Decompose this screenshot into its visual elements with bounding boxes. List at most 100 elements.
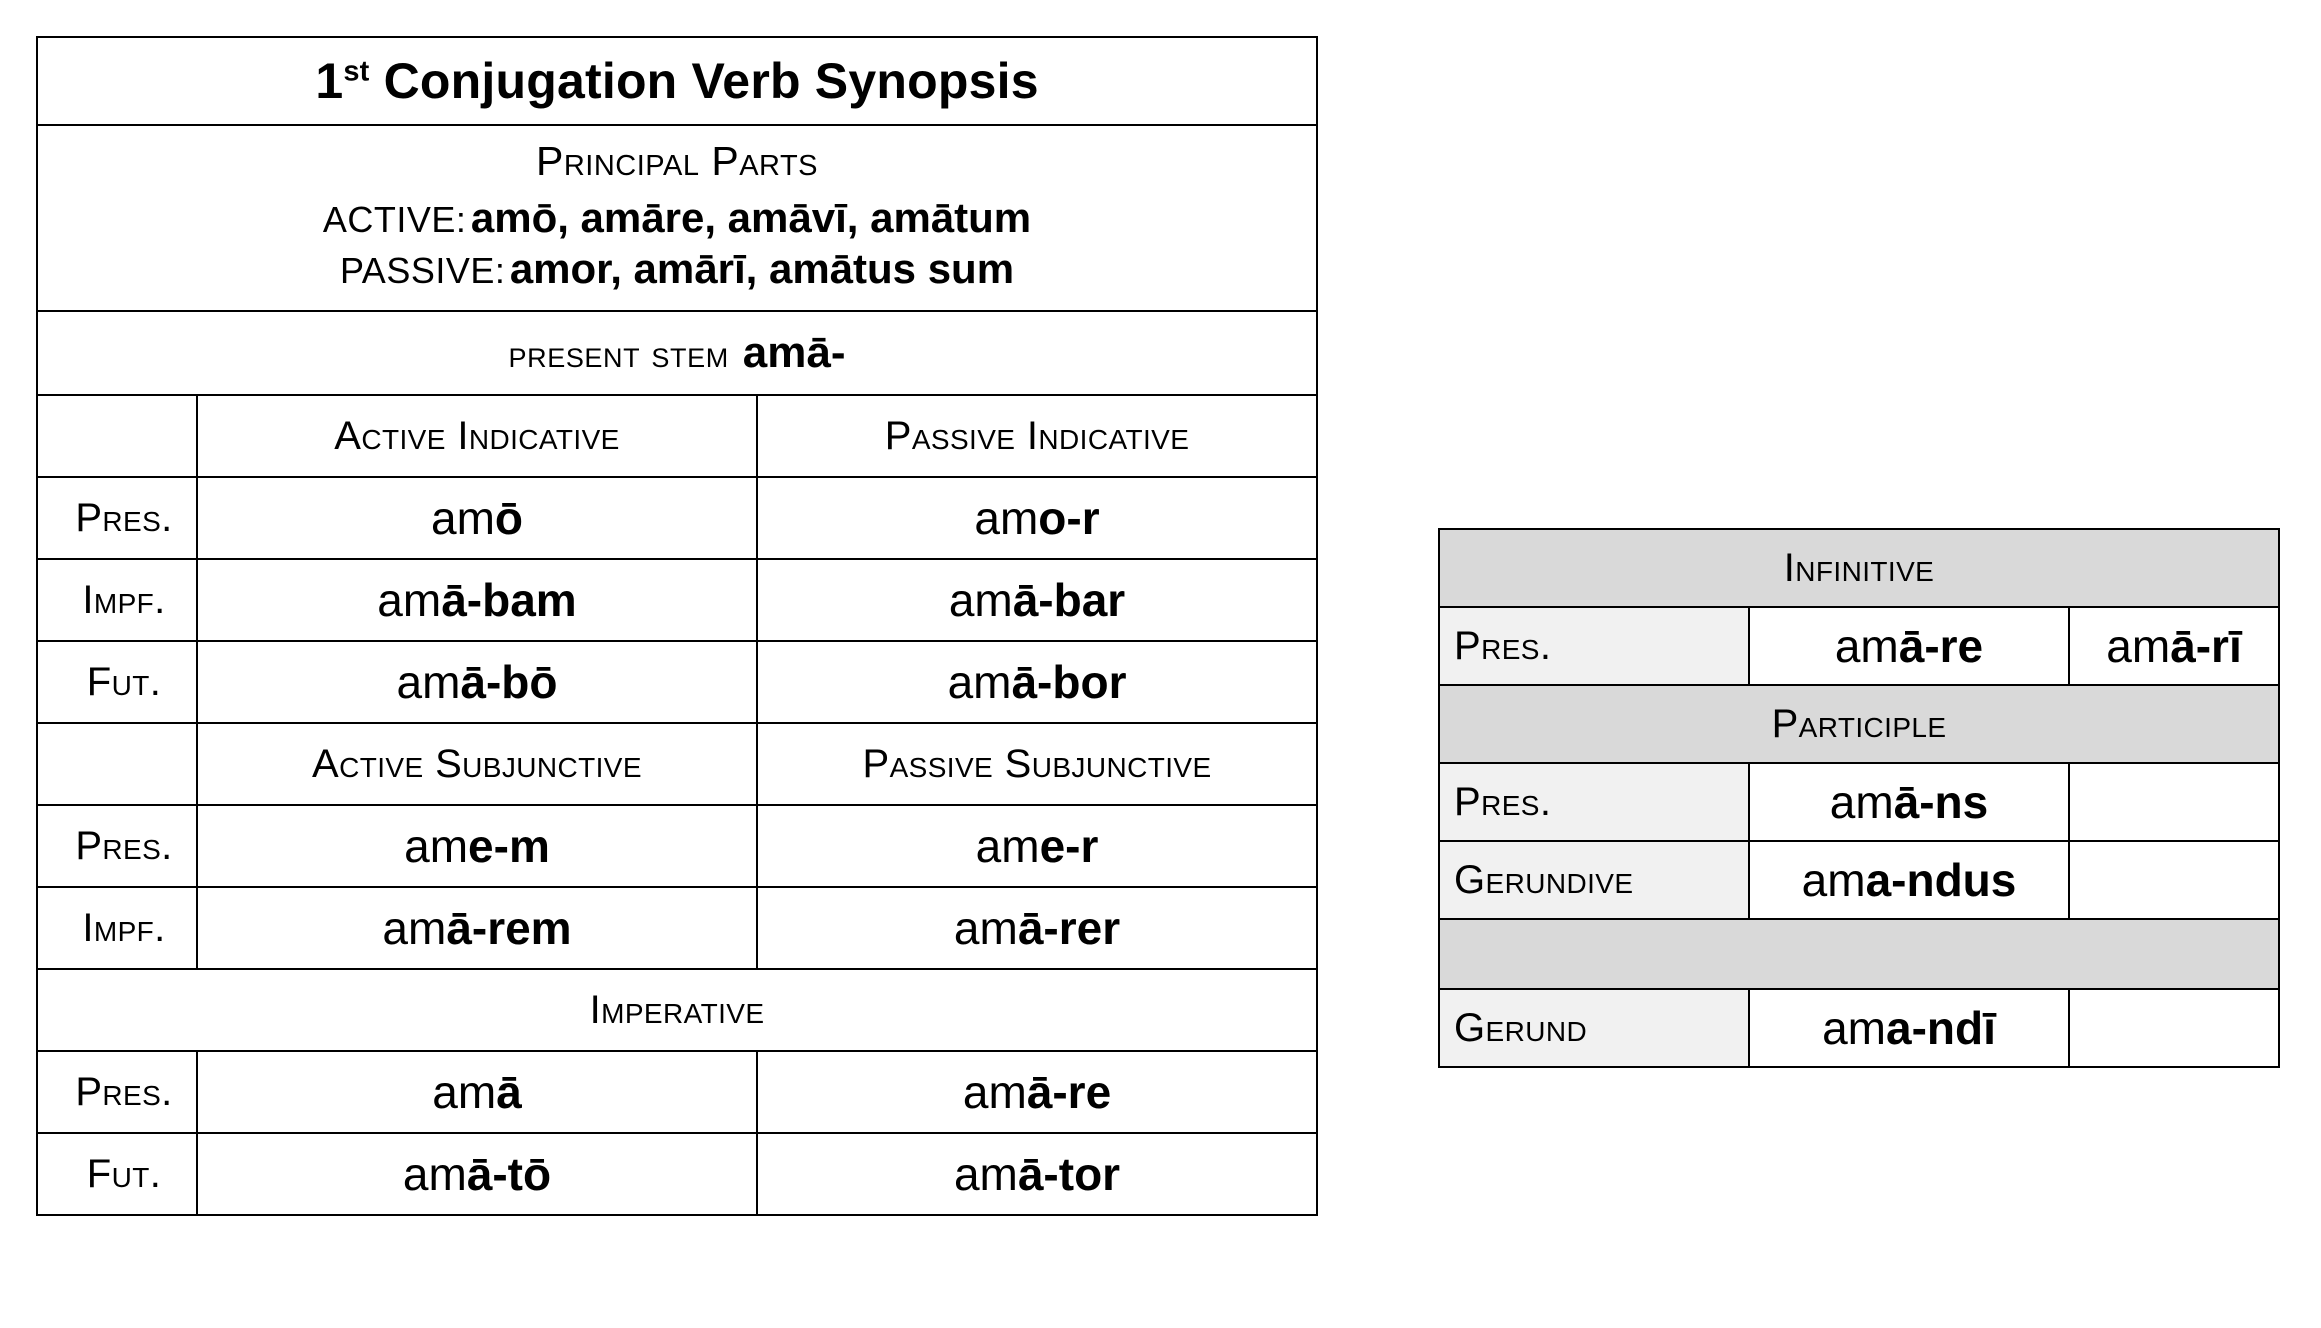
column-header-passive-subjunctive: Passive Subjunctive	[755, 722, 1319, 807]
stem-part: am	[402, 1148, 467, 1201]
column-header-active-subjunctive: Active Subjunctive	[196, 722, 758, 807]
section-header-infinitive: Infinitive	[1437, 528, 2281, 608]
table-row	[1437, 918, 2281, 990]
section-header-imperative: Imperative	[35, 968, 1319, 1053]
stem-part: am	[1829, 776, 1894, 828]
row-label-imperative-fut: Fut.	[36, 1132, 198, 1217]
stem-part: am	[404, 820, 469, 873]
stem-part: am	[974, 492, 1039, 545]
ending-part: ā	[496, 1066, 522, 1119]
ending-part: o-r	[1038, 492, 1100, 545]
form-participle-present-extra	[2067, 762, 2281, 842]
row-label-infinitive-pres: Pres.	[1438, 606, 1750, 686]
ending-part: a-ndus	[1865, 854, 2017, 906]
indicative-corner-cell	[36, 394, 198, 479]
stem-part: am	[953, 902, 1018, 955]
stem-part: am	[377, 574, 442, 627]
table-row: Pres. amā-ns	[1438, 762, 2281, 842]
form-active-subjunctive-pres: ame-m	[196, 804, 758, 889]
ending-part: ā-tor	[1017, 1148, 1121, 1201]
ending-part: ā-bō	[460, 656, 558, 709]
form-infinitive-present-active: amā-re	[1748, 606, 2070, 686]
table-row: Active Indicative Passive Indicative	[36, 394, 1319, 479]
form-active-imperative-pres: amā	[196, 1050, 758, 1135]
form-active-subjunctive-impf: amā-rem	[196, 886, 758, 971]
form-gerund-extra	[2067, 988, 2281, 1068]
form-participle-present: amā-ns	[1748, 762, 2070, 842]
stem-part: am	[2106, 620, 2171, 672]
form-active-indicative-impf: amā-bam	[196, 558, 758, 643]
form-active-indicative-pres: amō	[196, 476, 758, 561]
table-row: Gerund ama-ndī	[1438, 988, 2281, 1068]
title-ordinal: 1	[315, 53, 344, 109]
nonfinite-forms-table: Infinitive Pres. amā-re amā-rī Participl…	[1437, 528, 2281, 1068]
form-infinitive-present-passive: amā-rī	[2067, 606, 2281, 686]
ending-part: ā-ns	[1893, 776, 1989, 828]
principal-parts-active-label: ACTIVE:	[322, 199, 467, 241]
column-header-active-indicative: Active Indicative	[196, 394, 758, 479]
title-ordinal-suffix: st	[343, 55, 370, 88]
table-row: Fut. amā-tō amā-tor	[36, 1132, 1319, 1217]
row-label-gerundive: Gerundive	[1438, 840, 1750, 920]
table-row: Participle	[1437, 684, 2281, 764]
table-row: Active Subjunctive Passive Subjunctive	[36, 722, 1319, 807]
form-passive-indicative-impf: amā-bar	[755, 558, 1319, 643]
subjunctive-corner-cell	[36, 722, 198, 807]
form-gerundive-extra	[2067, 840, 2281, 920]
table-row: present stem amā-	[35, 310, 1319, 397]
form-active-imperative-fut: amā-tō	[196, 1132, 758, 1217]
table-row: Imperative	[35, 968, 1319, 1053]
row-label-subjunctive-impf: Impf.	[36, 886, 198, 971]
row-label-indicative-impf: Impf.	[36, 558, 198, 643]
ending-part: ā-rī	[2170, 620, 2242, 672]
stem-part: am	[430, 492, 495, 545]
ending-part: ā-rer	[1017, 902, 1121, 955]
ending-part: ā-bor	[1011, 656, 1127, 709]
ending-part: e-r	[1039, 820, 1099, 873]
row-label-gerund: Gerund	[1438, 988, 1750, 1068]
form-passive-imperative-pres: amā-re	[755, 1050, 1319, 1135]
title-text: Conjugation Verb Synopsis	[369, 53, 1039, 109]
page-title: 1st Conjugation Verb Synopsis	[35, 36, 1319, 126]
form-passive-subjunctive-pres: ame-r	[755, 804, 1319, 889]
ending-part: ā-re	[1026, 1066, 1112, 1119]
principal-parts-passive-label: PASSIVE:	[339, 250, 506, 292]
table-row: Principal Parts ACTIVE: amō, amāre, amāv…	[35, 123, 1319, 313]
form-passive-imperative-fut: amā-tor	[755, 1132, 1319, 1217]
present-stem-form: amā-	[742, 328, 846, 378]
principal-parts-cell: Principal Parts ACTIVE: amō, amāre, amāv…	[35, 123, 1319, 313]
table-row: Pres. amō amo-r	[36, 476, 1319, 561]
stem-part: am	[382, 902, 447, 955]
table-row: Impf. amā-bam amā-bar	[36, 558, 1319, 643]
spacer-band	[1437, 918, 2281, 990]
form-gerundive: ama-ndus	[1748, 840, 2070, 920]
stem-part: am	[1822, 1002, 1886, 1054]
form-passive-subjunctive-impf: amā-rer	[755, 886, 1319, 971]
present-stem-label: present stem	[508, 334, 729, 377]
stem-part: am	[953, 1148, 1018, 1201]
ending-part: a-ndī	[1886, 1002, 1996, 1054]
table-row: Pres. amā-re amā-rī	[1438, 606, 2281, 686]
table-row: 1st Conjugation Verb Synopsis	[35, 36, 1319, 126]
row-label-indicative-fut: Fut.	[36, 640, 198, 725]
verb-synopsis-table: 1st Conjugation Verb Synopsis Principal …	[35, 36, 1319, 1217]
ending-part: ō	[494, 492, 523, 545]
ending-part: ā-re	[1898, 620, 1984, 672]
stem-part: am	[975, 820, 1040, 873]
stem-part: am	[1834, 620, 1899, 672]
ending-part: ā-bam	[441, 574, 577, 627]
principal-parts-passive-line: PASSIVE: amor, amārī, amātus sum	[38, 243, 1316, 294]
stem-part: am	[396, 656, 461, 709]
stem-part: am	[1801, 854, 1866, 906]
principal-parts-active-forms: amō, amāre, amāvī, amātum	[470, 194, 1032, 242]
table-row: Gerundive ama-ndus	[1438, 840, 2281, 920]
table-row: Fut. amā-bō amā-bor	[36, 640, 1319, 725]
row-label-subjunctive-pres: Pres.	[36, 804, 198, 889]
stem-part: am	[962, 1066, 1027, 1119]
row-label-imperative-pres: Pres.	[36, 1050, 198, 1135]
principal-parts-heading: Principal Parts	[536, 138, 819, 184]
ending-part: ā-tō	[466, 1148, 552, 1201]
form-passive-indicative-fut: amā-bor	[755, 640, 1319, 725]
stem-part: am	[948, 574, 1013, 627]
row-label-indicative-pres: Pres.	[36, 476, 198, 561]
